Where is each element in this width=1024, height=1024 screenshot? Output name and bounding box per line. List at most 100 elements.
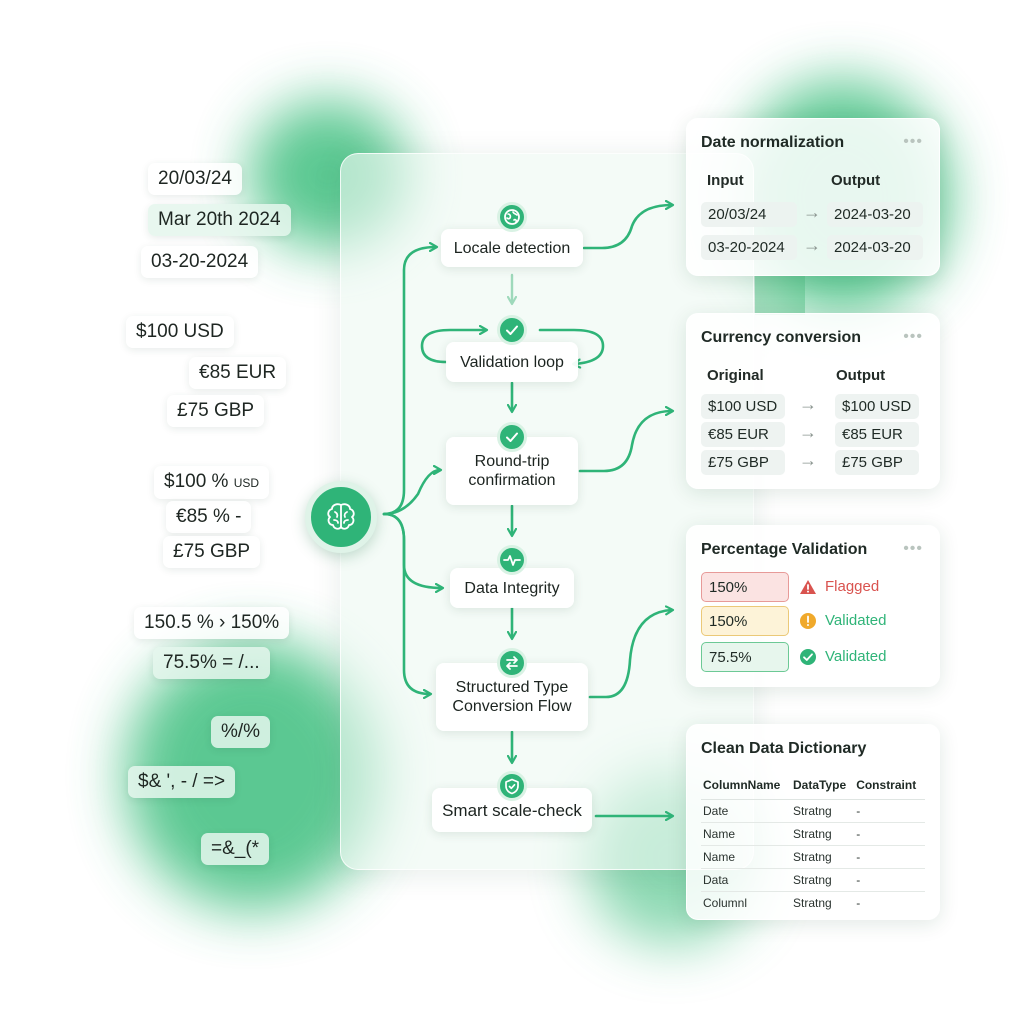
arrow-right-icon: → <box>803 202 821 222</box>
link-brain-roundtrip <box>382 470 440 516</box>
more-icon[interactable]: ••• <box>903 133 923 150</box>
table-row: Date Stratng - <box>701 799 925 823</box>
input-currency-usd: $100 USD <box>126 316 234 348</box>
table-cell: Stratng <box>790 822 855 846</box>
check-icon <box>497 422 527 452</box>
percent-value-validated: 75.5% <box>701 642 789 672</box>
date-card-title: Date normalization <box>701 134 845 151</box>
input-symbol-1: %/% <box>211 716 271 748</box>
input-noisy-eur: €85 % - <box>166 501 252 533</box>
header-data-type: DataType <box>790 775 855 800</box>
round-trip-label: Round-trip confirmation <box>468 453 556 489</box>
link-loop-left <box>420 330 486 364</box>
status-validated-label: Validated <box>825 648 887 665</box>
table-cell: - <box>856 896 861 910</box>
clean-data-dictionary-card: Clean Data Dictionary ColumnName DataTyp… <box>686 724 940 920</box>
input-noisy-gbp: £75 GBP <box>163 536 261 568</box>
structured-type-label: Structured Type Conversion Flow <box>452 679 572 715</box>
table-cell: Name <box>701 822 791 846</box>
link-structured-percent-card <box>588 610 672 699</box>
node-structured-type[interactable]: Structured Type Conversion Flow <box>436 663 588 731</box>
table-cell: - <box>854 799 925 823</box>
date-normalization-card: Date normalization ••• Input Output 20/0… <box>686 118 940 276</box>
date-output-cell: 2024-03-20 <box>827 235 923 260</box>
input-symbol-3: =&_(* <box>201 833 270 865</box>
currency-col-output: Output <box>836 367 886 384</box>
brain-hub-icon <box>305 481 377 553</box>
table-row: Name Stratng - <box>701 845 925 869</box>
table-cell: Name <box>701 845 791 869</box>
status-validated: Validated <box>799 648 886 666</box>
table-row: Columnl Stratng - <box>701 892 925 915</box>
arrow-right-icon: → <box>803 235 821 255</box>
info-alert-icon <box>800 613 816 629</box>
currency-output-cell: €85 EUR <box>835 422 919 447</box>
date-input-cell: 20/03/24 <box>701 202 797 227</box>
swap-icon <box>497 648 527 678</box>
dict-card-title: Clean Data Dictionary <box>701 740 867 757</box>
shield-check-icon <box>497 771 527 801</box>
table-cell: Stratng <box>792 896 832 910</box>
status-validated-label: Validated <box>825 612 887 629</box>
currency-original-cell: £75 GBP <box>701 450 785 475</box>
link-brain-integrity <box>382 512 442 588</box>
currency-original-cell: $100 USD <box>701 394 785 419</box>
input-date-3: 03-20-2024 <box>141 246 259 278</box>
table-cell: - <box>854 822 925 846</box>
input-currency-gbp: £75 GBP <box>167 395 265 427</box>
table-cell: Stratng <box>790 868 855 892</box>
warning-triangle-icon <box>800 580 816 594</box>
currency-conversion-card: Currency conversion ••• Original Output … <box>686 313 940 489</box>
table-header-row: ColumnName DataType Constraint <box>701 775 925 800</box>
percent-value-warning: 150% <box>701 606 789 636</box>
arrow-right-icon: → <box>799 422 817 442</box>
node-validation-loop[interactable]: Validation loop <box>446 342 578 382</box>
noisy-usd-main: $100 % <box>164 471 229 492</box>
check-icon <box>497 315 527 345</box>
status-validated-warning: Validated <box>799 612 886 630</box>
arrow-right-icon: → <box>799 394 817 414</box>
globe-icon <box>497 202 527 232</box>
link-brain-structured <box>382 512 430 694</box>
input-percent-1: 150.5 % › 150% <box>134 607 290 639</box>
table-row: Name Stratng - <box>701 822 925 846</box>
panel-green-stripe <box>755 275 805 315</box>
date-input-cell: 03-20-2024 <box>701 235 797 260</box>
node-locale-detection[interactable]: Locale detection <box>441 229 583 267</box>
input-symbol-2: $& ', - / => <box>128 766 236 798</box>
input-currency-eur: €85 EUR <box>189 357 287 389</box>
table-cell: Date <box>701 799 791 823</box>
check-circle-icon <box>800 649 816 665</box>
table-cell: Columnl <box>703 896 748 910</box>
header-column-name: ColumnName <box>701 775 791 800</box>
percent-value-flagged: 150% <box>701 572 789 602</box>
table-cell: - <box>854 845 925 869</box>
noisy-usd-unit: USD <box>233 476 260 490</box>
status-flagged-label: Flagged <box>825 578 880 595</box>
arrow-right-icon: → <box>799 450 817 470</box>
header-constraint: Constraint <box>854 775 925 800</box>
link-roundtrip-currency-card <box>578 411 672 473</box>
link-locale-date-card <box>582 205 672 250</box>
table-cell: Stratng <box>790 799 855 823</box>
percent-card-title: Percentage Validation <box>701 541 868 558</box>
currency-original-cell: €85 EUR <box>701 422 785 447</box>
currency-output-cell: £75 GBP <box>835 450 919 475</box>
currency-card-title: Currency conversion <box>701 329 862 346</box>
pulse-icon <box>497 545 527 575</box>
date-col-output: Output <box>831 172 881 189</box>
dictionary-table: ColumnName DataType Constraint Date Stra… <box>701 775 925 914</box>
table-cell: - <box>854 868 925 892</box>
link-loop-right <box>538 328 605 364</box>
more-icon[interactable]: ••• <box>903 328 923 345</box>
input-percent-2: 75.5% = /... <box>153 647 270 679</box>
more-icon[interactable]: ••• <box>903 540 923 557</box>
status-flagged: Flagged <box>799 578 879 596</box>
currency-col-original: Original <box>707 367 764 384</box>
node-data-integrity[interactable]: Data Integrity <box>450 568 574 608</box>
date-col-input: Input <box>707 172 744 189</box>
input-date-1: 20/03/24 <box>148 163 242 195</box>
link-brain-locale <box>382 247 436 516</box>
table-cell: Data <box>701 868 791 892</box>
